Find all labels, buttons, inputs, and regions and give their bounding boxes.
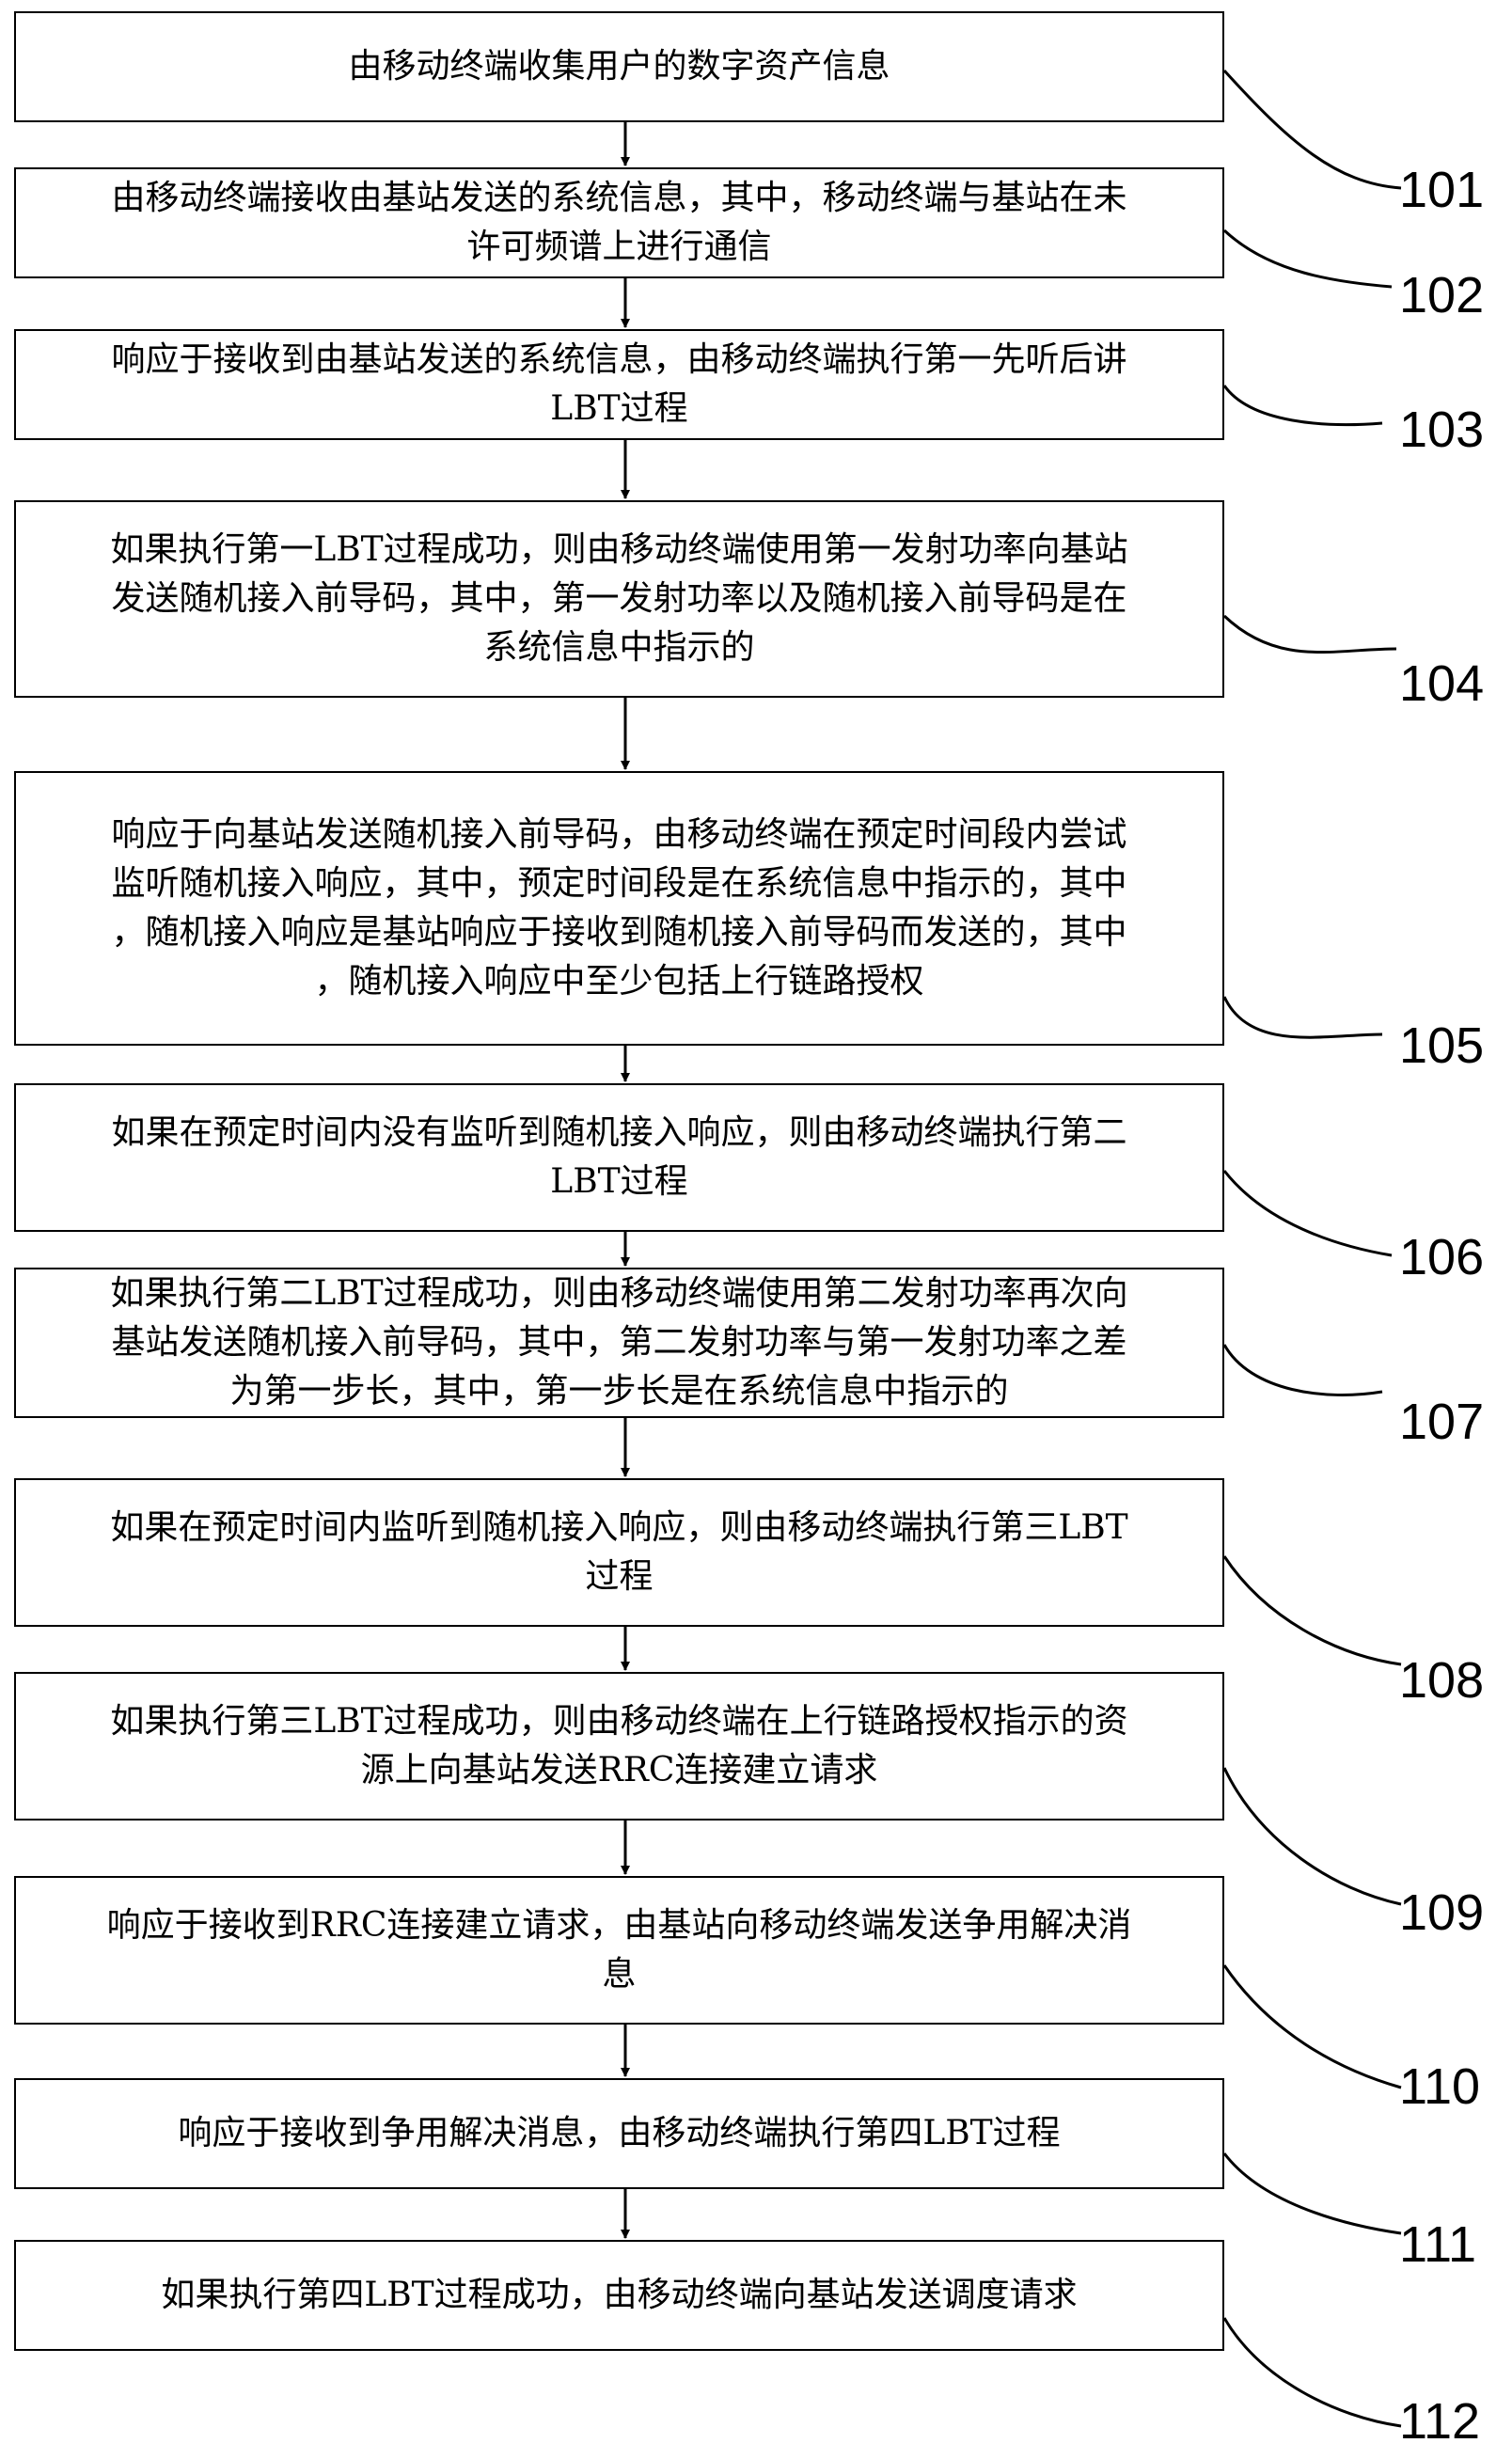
step-text-104: 如果执行第一LBT过程成功，则由移动终端使用第一发射功率向基站 发送随机接入前导… [110,530,1128,667]
leader-line-106 [1222,1170,1393,1257]
step-text-110: 响应于接收到RRC连接建立请求，由基站向移动终端发送争用解决消 息 [106,1906,1132,1994]
step-text-101: 由移动终端收集用户的数字资产信息 [348,47,890,86]
step-box-102: 由移动终端接收由基站发送的系统信息，其中，移动终端与基站在未 许可频谱上进行通信 [14,167,1224,278]
step-number-107: 107 [1399,1394,1485,1450]
step-text-108: 如果在预定时间内监听到随机接入响应，则由移动终端执行第三LBT 过程 [110,1508,1128,1596]
leader-line-102 [1222,229,1393,289]
step-text-106: 如果在预定时间内没有监听到随机接入响应，则由移动终端执行第二 LBT过程 [111,1113,1127,1201]
leader-line-111 [1222,2152,1402,2235]
step-text-107: 如果执行第二LBT过程成功，则由移动终端使用第二发射功率再次向 基站发送随机接入… [110,1274,1128,1411]
step-number-111: 111 [1399,2216,1477,2273]
leader-line-110 [1222,1964,1402,2089]
step-text-109: 如果执行第三LBT过程成功，则由移动终端在上行链路授权指示的资 源上向基站发送R… [110,1702,1128,1789]
step-text-103: 响应于接收到由基站发送的系统信息，由移动终端执行第一先听后讲 LBT过程 [111,340,1127,428]
step-box-104: 如果执行第一LBT过程成功，则由移动终端使用第一发射功率向基站 发送随机接入前导… [14,500,1224,698]
step-box-111: 响应于接收到争用解决消息，由移动终端执行第四LBT过程 [14,2078,1224,2189]
step-number-110: 110 [1399,2058,1481,2115]
leader-line-107 [1222,1344,1383,1396]
step-text-112: 如果执行第四LBT过程成功，由移动终端向基站发送调度请求 [161,2276,1078,2314]
step-number-101: 101 [1399,162,1485,218]
step-box-107: 如果执行第二LBT过程成功，则由移动终端使用第二发射功率再次向 基站发送随机接入… [14,1268,1224,1418]
step-number-106: 106 [1399,1229,1485,1285]
step-text-105: 响应于向基站发送随机接入前导码，由移动终端在预定时间段内尝试 监听随机接入响应，… [111,815,1127,1001]
step-box-101: 由移动终端收集用户的数字资产信息 [14,11,1224,122]
step-number-102: 102 [1399,267,1485,323]
step-number-103: 103 [1399,402,1485,458]
leader-line-109 [1222,1767,1402,1906]
step-number-112: 112 [1399,2393,1481,2450]
leader-line-108 [1222,1555,1402,1666]
step-box-109: 如果执行第三LBT过程成功，则由移动终端在上行链路授权指示的资 源上向基站发送R… [14,1672,1224,1821]
step-box-106: 如果在预定时间内没有监听到随机接入响应，则由移动终端执行第二 LBT过程 [14,1083,1224,1232]
step-number-104: 104 [1399,655,1485,712]
step-number-109: 109 [1399,1884,1485,1941]
step-box-105: 响应于向基站发送随机接入前导码，由移动终端在预定时间段内尝试 监听随机接入响应，… [14,771,1224,1046]
step-box-103: 响应于接收到由基站发送的系统信息，由移动终端执行第一先听后讲 LBT过程 [14,329,1224,440]
step-box-108: 如果在预定时间内监听到随机接入响应，则由移动终端执行第三LBT 过程 [14,1478,1224,1627]
leader-line-101 [1222,69,1402,190]
leader-line-104 [1222,614,1397,654]
step-number-108: 108 [1399,1652,1485,1709]
leader-line-105 [1222,996,1383,1039]
step-number-105: 105 [1399,1017,1485,1074]
leader-line-112 [1222,2317,1402,2428]
step-box-110: 响应于接收到RRC连接建立请求，由基站向移动终端发送争用解决消 息 [14,1876,1224,2025]
leader-line-103 [1222,385,1383,427]
step-box-112: 如果执行第四LBT过程成功，由移动终端向基站发送调度请求 [14,2240,1224,2351]
step-text-111: 响应于接收到争用解决消息，由移动终端执行第四LBT过程 [178,2114,1061,2152]
step-text-102: 由移动终端接收由基站发送的系统信息，其中，移动终端与基站在未 许可频谱上进行通信 [111,179,1127,266]
